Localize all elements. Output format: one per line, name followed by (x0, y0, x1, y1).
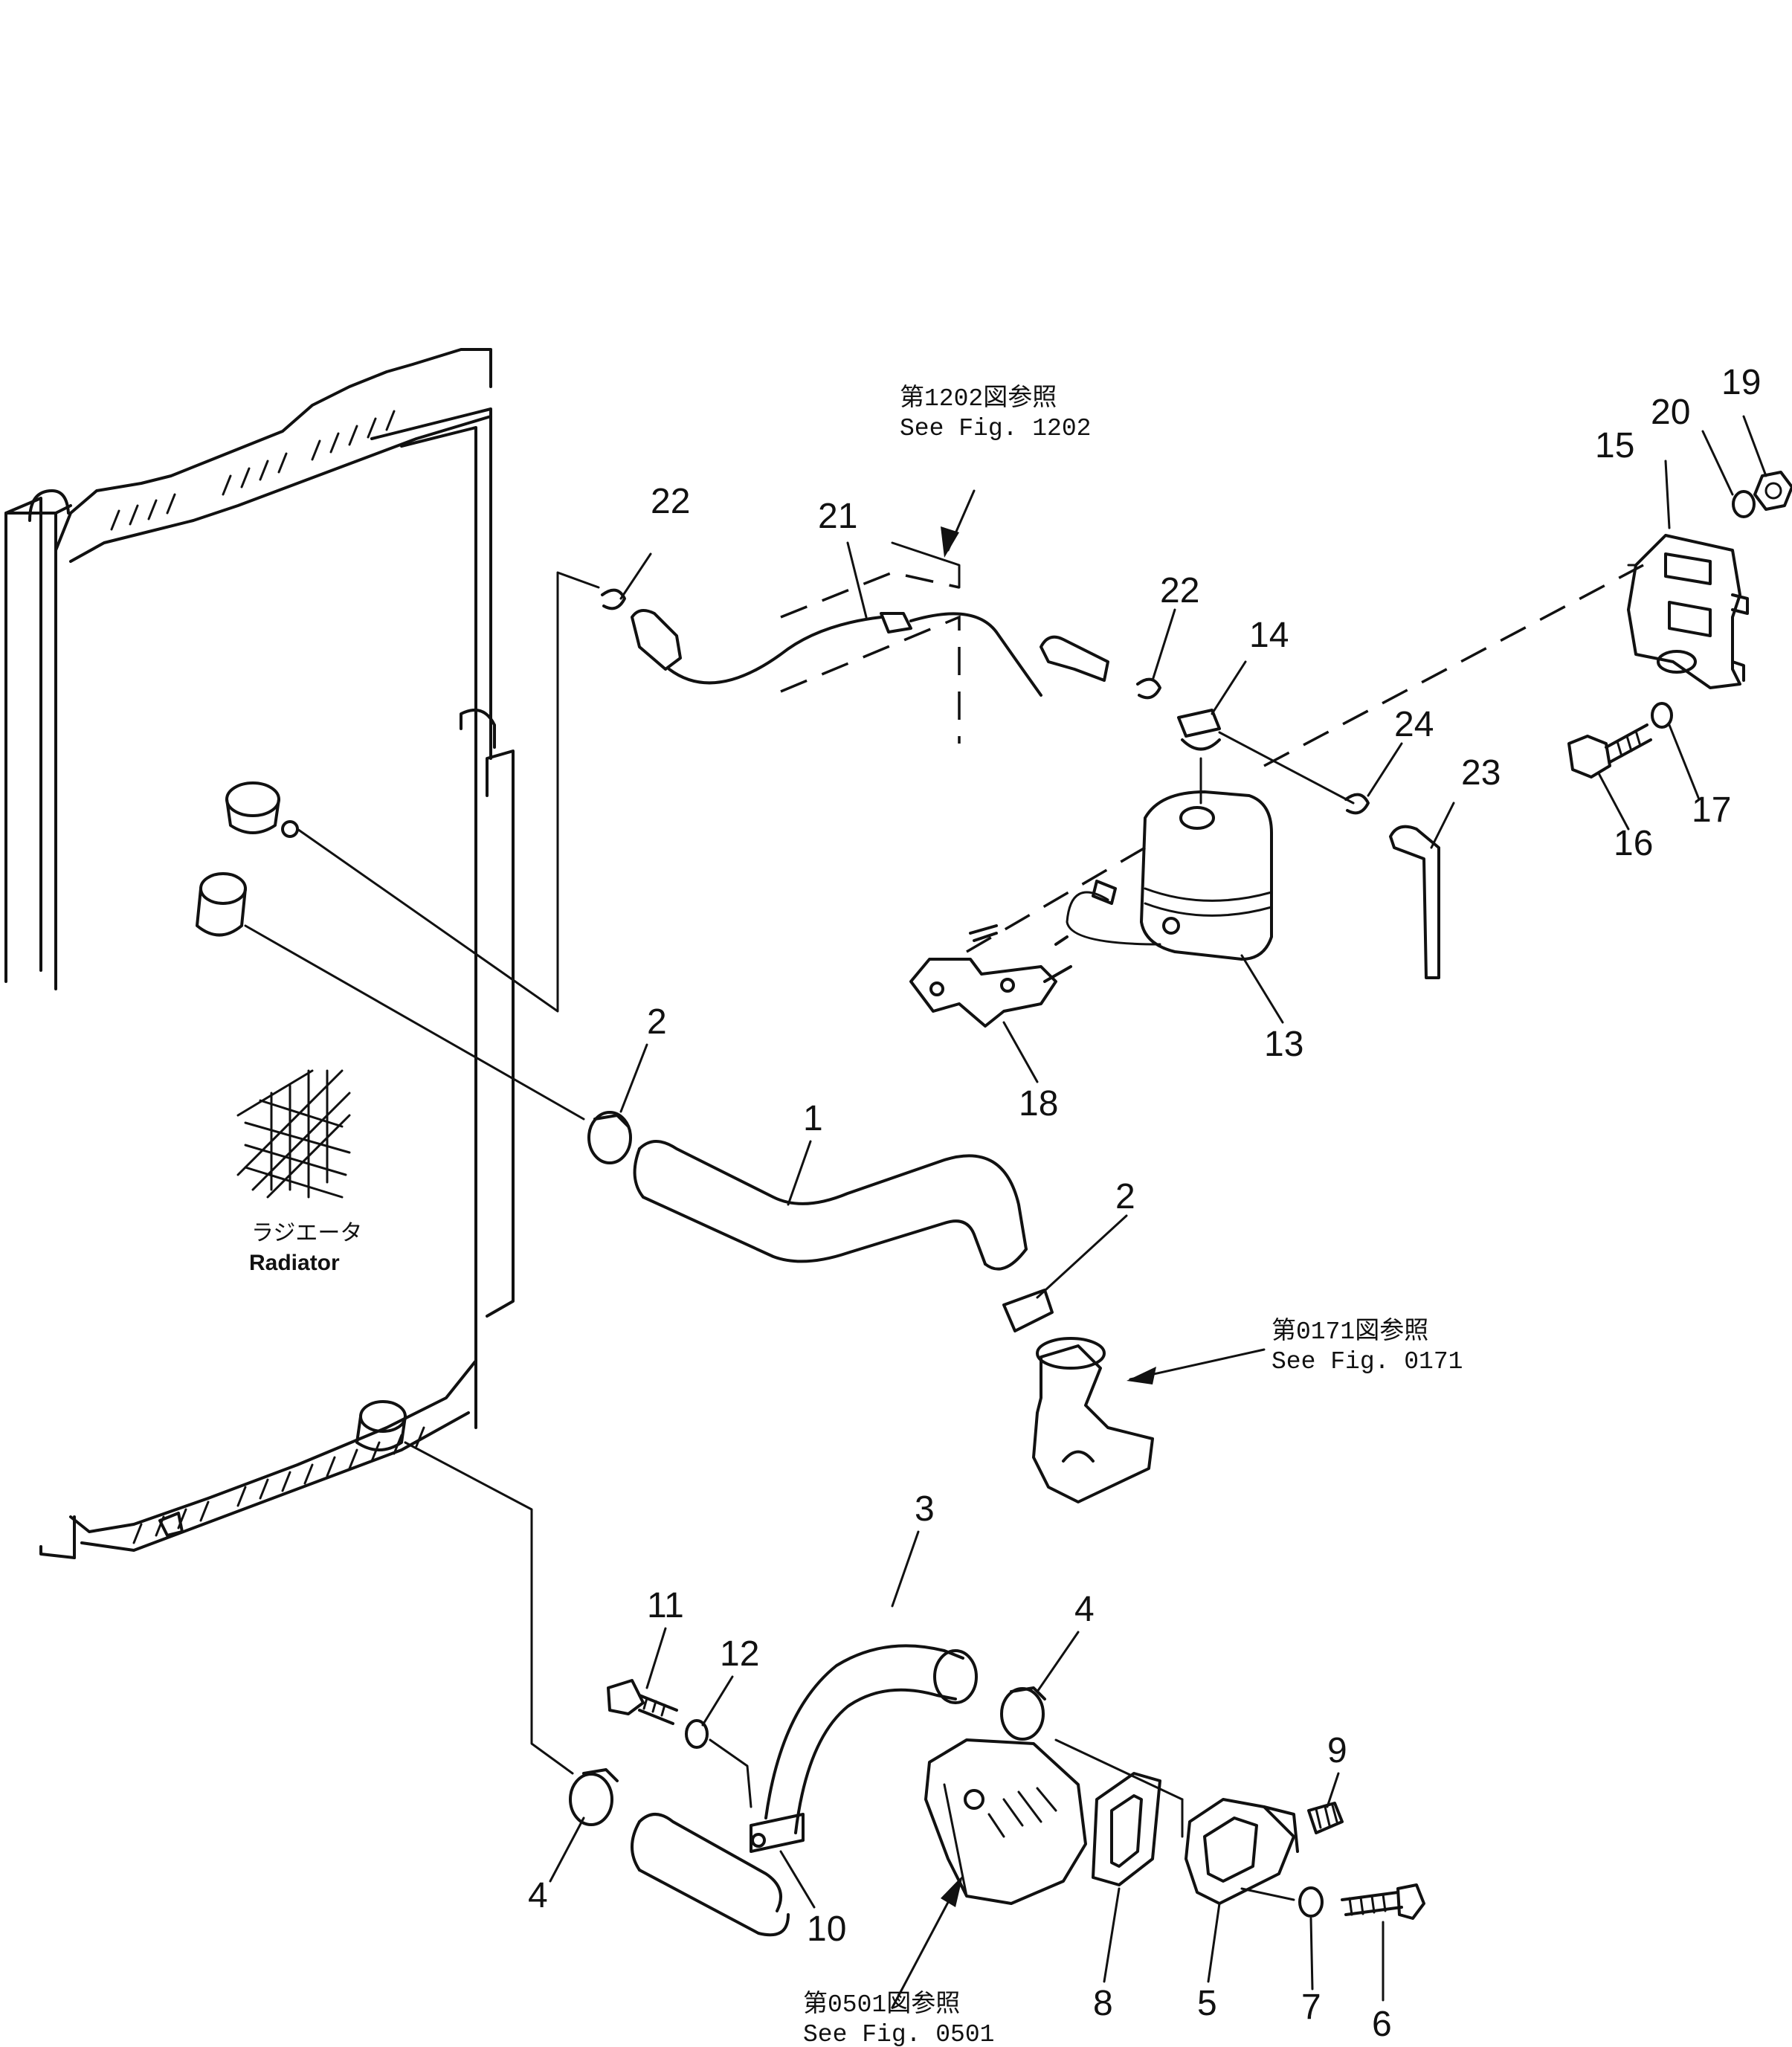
upper-hose-group (244, 924, 1266, 1503)
callout-5: 5 (1197, 1984, 1217, 2023)
callout-9: 9 (1327, 1731, 1347, 1770)
callout-12: 12 (720, 1634, 759, 1674)
ref-0171-jp: 第0171図参照 (1272, 1317, 1428, 1346)
callout-6: 6 (1372, 2005, 1392, 2044)
water-outlet-group (891, 1738, 1425, 2009)
callout-11: 11 (647, 1586, 684, 1625)
callout-leaders (549, 415, 1767, 2002)
ref-1202-jp: 第1202図参照 (900, 384, 1057, 413)
callout-17: 17 (1692, 790, 1731, 830)
callout-22-right: 22 (1160, 571, 1199, 610)
callout-13: 13 (1264, 1025, 1303, 1064)
callout-23: 23 (1461, 753, 1501, 793)
callout-22-left: 22 (651, 482, 690, 521)
callout-16: 16 (1614, 824, 1653, 863)
callout-15: 15 (1595, 426, 1634, 465)
callout-3: 3 (915, 1489, 935, 1529)
callout-2-right: 2 (1115, 1177, 1135, 1216)
radiator-label-jp: ラジエータ (251, 1221, 362, 1245)
ref-0501-en: See Fig. 0501 (803, 2021, 994, 2047)
radiator-label-en: Radiator (249, 1251, 340, 1275)
callout-numbers: 1 2 2 3 4 4 5 6 7 8 9 10 11 12 13 14 15 … (528, 363, 1761, 2044)
radiator-core-hatch-icon (236, 1069, 351, 1199)
radiator-assembly: ラジエータ Radiator (4, 348, 515, 1559)
ref-0501-jp: 第0501図参照 (803, 1990, 960, 2019)
callout-1: 1 (803, 1099, 823, 1138)
ref-0171-en: See Fig. 0171 (1272, 1348, 1463, 1376)
ref-1202-en: See Fig. 1202 (900, 415, 1091, 442)
callout-21: 21 (818, 497, 857, 536)
callout-10: 10 (807, 1909, 846, 1949)
figure-references: 第1202図参照 See Fig. 1202 第0171図参照 See Fig.… (803, 384, 1463, 2047)
callout-14: 14 (1249, 616, 1289, 655)
reservoir-tank-group (296, 471, 1792, 1028)
callout-4-right: 4 (1074, 1590, 1095, 1629)
callout-19: 19 (1721, 363, 1761, 402)
callout-2-left: 2 (647, 1002, 667, 1042)
lower-hose-group (404, 1441, 1184, 1937)
callout-24: 24 (1394, 705, 1434, 744)
callout-18: 18 (1019, 1084, 1058, 1124)
callout-4-left: 4 (528, 1876, 548, 1915)
callout-8: 8 (1093, 1984, 1113, 2023)
callout-20: 20 (1651, 393, 1690, 432)
callout-7: 7 (1301, 1988, 1321, 2027)
